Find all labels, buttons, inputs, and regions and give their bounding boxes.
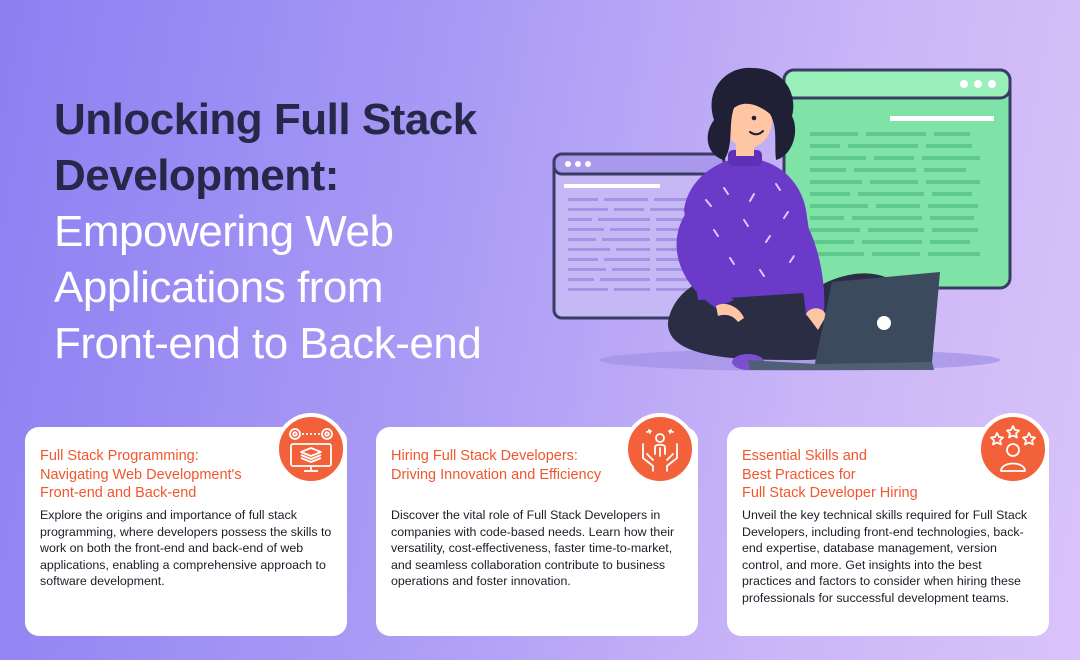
info-card-full-stack-programming: Full Stack Programming: Navigating Web D… bbox=[25, 427, 347, 636]
card-title-line: Essential Skills and bbox=[742, 448, 867, 464]
card-title: Essential Skills and Best Practices for … bbox=[742, 447, 974, 505]
card-title: Hiring Full Stack Developers: Driving In… bbox=[391, 447, 623, 505]
card-title-line: Full Stack Developer Hiring bbox=[742, 485, 918, 501]
hero-title-light-line-3: Front-end to Back-end bbox=[54, 319, 482, 368]
hero-title-bold-line-1: Unlocking Full Stack bbox=[54, 95, 477, 144]
hero-title-light-line-1: Empowering Web bbox=[54, 207, 394, 256]
hero-title-bold-line-2: Development: bbox=[54, 151, 339, 200]
gears-layers-icon bbox=[275, 413, 347, 485]
card-description: Explore the origins and importance of fu… bbox=[40, 508, 332, 589]
card-title: Full Stack Programming: Navigating Web D… bbox=[40, 447, 272, 505]
card-description: Unveil the key technical skills required… bbox=[742, 508, 1028, 605]
card-title-line: Front-end and Back-end bbox=[40, 485, 197, 501]
hands-person-icon bbox=[624, 413, 696, 485]
code-window-green bbox=[782, 68, 1012, 290]
user-stars-icon bbox=[977, 413, 1049, 485]
card-title-line: Navigating Web Development's bbox=[40, 466, 242, 483]
hero-title-light-line-2: Applications from bbox=[54, 263, 383, 312]
card-title-line: Best Practices for bbox=[742, 466, 856, 483]
developer-illustration bbox=[552, 67, 1012, 371]
card-description: Discover the vital role of Full Stack De… bbox=[391, 508, 675, 589]
card-title-line: Driving Innovation and Efficiency bbox=[391, 466, 602, 483]
hero-title: Unlocking Full Stack Development: Empowe… bbox=[54, 92, 574, 372]
card-title-line: Full Stack Programming: bbox=[40, 448, 199, 464]
laptop bbox=[748, 272, 940, 370]
card-title-line: Hiring Full Stack Developers: bbox=[391, 448, 578, 464]
